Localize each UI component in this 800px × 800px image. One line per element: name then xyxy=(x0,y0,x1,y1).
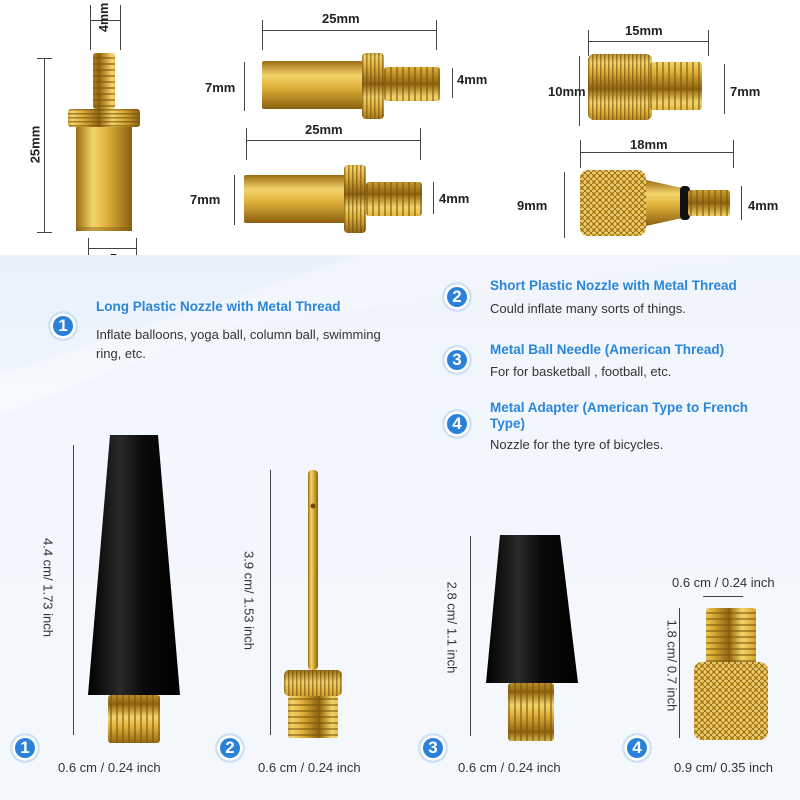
dimension-diagram-section: 4mm 25mm 7mm 25mm 7mm 4mm 25mm 7mm 4mm 1… xyxy=(0,0,800,266)
product-1-long-nozzle-image xyxy=(88,435,180,743)
background-decoration xyxy=(0,255,800,800)
product-3-short-nozzle-image xyxy=(486,535,578,741)
adapter-5-image xyxy=(580,170,730,236)
feature-4-description: Nozzle for the tyre of bicycles. xyxy=(490,437,664,452)
feature-3-title: Metal Ball Needle (American Thread) xyxy=(490,342,725,357)
product-1-badge: 1 xyxy=(10,733,40,763)
product-4-height: 1.8 cm/ 0.7 inch xyxy=(664,619,680,712)
adapter-4-left-dim: 10mm xyxy=(548,84,586,99)
feature-4-badge: 4 xyxy=(442,409,472,439)
adapter-4-image xyxy=(588,54,702,120)
feature-1-badge: 1 xyxy=(48,311,78,341)
feature-1-title: Long Plastic Nozzle with Metal Thread xyxy=(96,299,341,314)
adapter-1-image xyxy=(68,53,140,231)
adapter-3-left-dim: 7mm xyxy=(190,192,221,207)
adapter-2-right-dim: 4mm xyxy=(457,72,488,87)
product-4-width: 0.9 cm/ 0.35 inch xyxy=(674,760,773,775)
feature-1-description: Inflate balloons, yoga ball, column ball… xyxy=(96,327,381,361)
product-3-height: 2.8 cm/ 1.1 inch xyxy=(444,581,460,674)
product-4-badge: 4 xyxy=(622,733,652,763)
adapter-2-length-dim: 25mm xyxy=(322,11,360,26)
feature-3-badge: 3 xyxy=(442,345,472,375)
adapter-4-right-dim: 7mm xyxy=(730,84,761,99)
feature-2-title: Short Plastic Nozzle with Metal Thread xyxy=(490,278,737,293)
product-2-badge: 2 xyxy=(215,733,245,763)
feature-4-title: Metal Adapter (American Type to French T… xyxy=(490,400,749,431)
product-3-badge: 3 xyxy=(418,733,448,763)
feature-2-description: Could inflate many sorts of things. xyxy=(490,301,686,316)
product-4-metal-adapter-image xyxy=(694,608,768,740)
adapter-4-length-dim: 15mm xyxy=(625,23,663,38)
adapter-3-length-dim: 25mm xyxy=(305,122,343,137)
product-2-height: 3.9 cm/ 1.53 inch xyxy=(241,551,257,650)
adapter-5-left-dim: 9mm xyxy=(517,198,548,213)
adapter-2-left-dim: 7mm xyxy=(205,80,236,95)
product-2-width: 0.6 cm / 0.24 inch xyxy=(258,760,361,775)
adapter-2-image xyxy=(262,53,440,119)
product-1-width: 0.6 cm / 0.24 inch xyxy=(58,760,161,775)
adapter-3-right-dim: 4mm xyxy=(439,191,470,206)
product-4-top-width: 0.6 cm / 0.24 inch xyxy=(672,575,775,590)
product-3-width: 0.6 cm / 0.24 inch xyxy=(458,760,561,775)
feature-3-description: For for basketball , football, etc. xyxy=(490,364,672,379)
product-1-height: 4.4 cm/ 1.73 inch xyxy=(40,538,56,637)
adapter-5-length-dim: 18mm xyxy=(630,137,668,152)
adapter-3-image xyxy=(244,165,422,233)
adapter-1-thread-dim: 4mm xyxy=(97,2,111,32)
product-2-ball-needle-image xyxy=(284,470,342,738)
feature-2-badge: 2 xyxy=(442,282,472,312)
adapter-5-right-dim: 4mm xyxy=(748,198,779,213)
adapter-1-length-dim: 25mm xyxy=(27,125,43,164)
